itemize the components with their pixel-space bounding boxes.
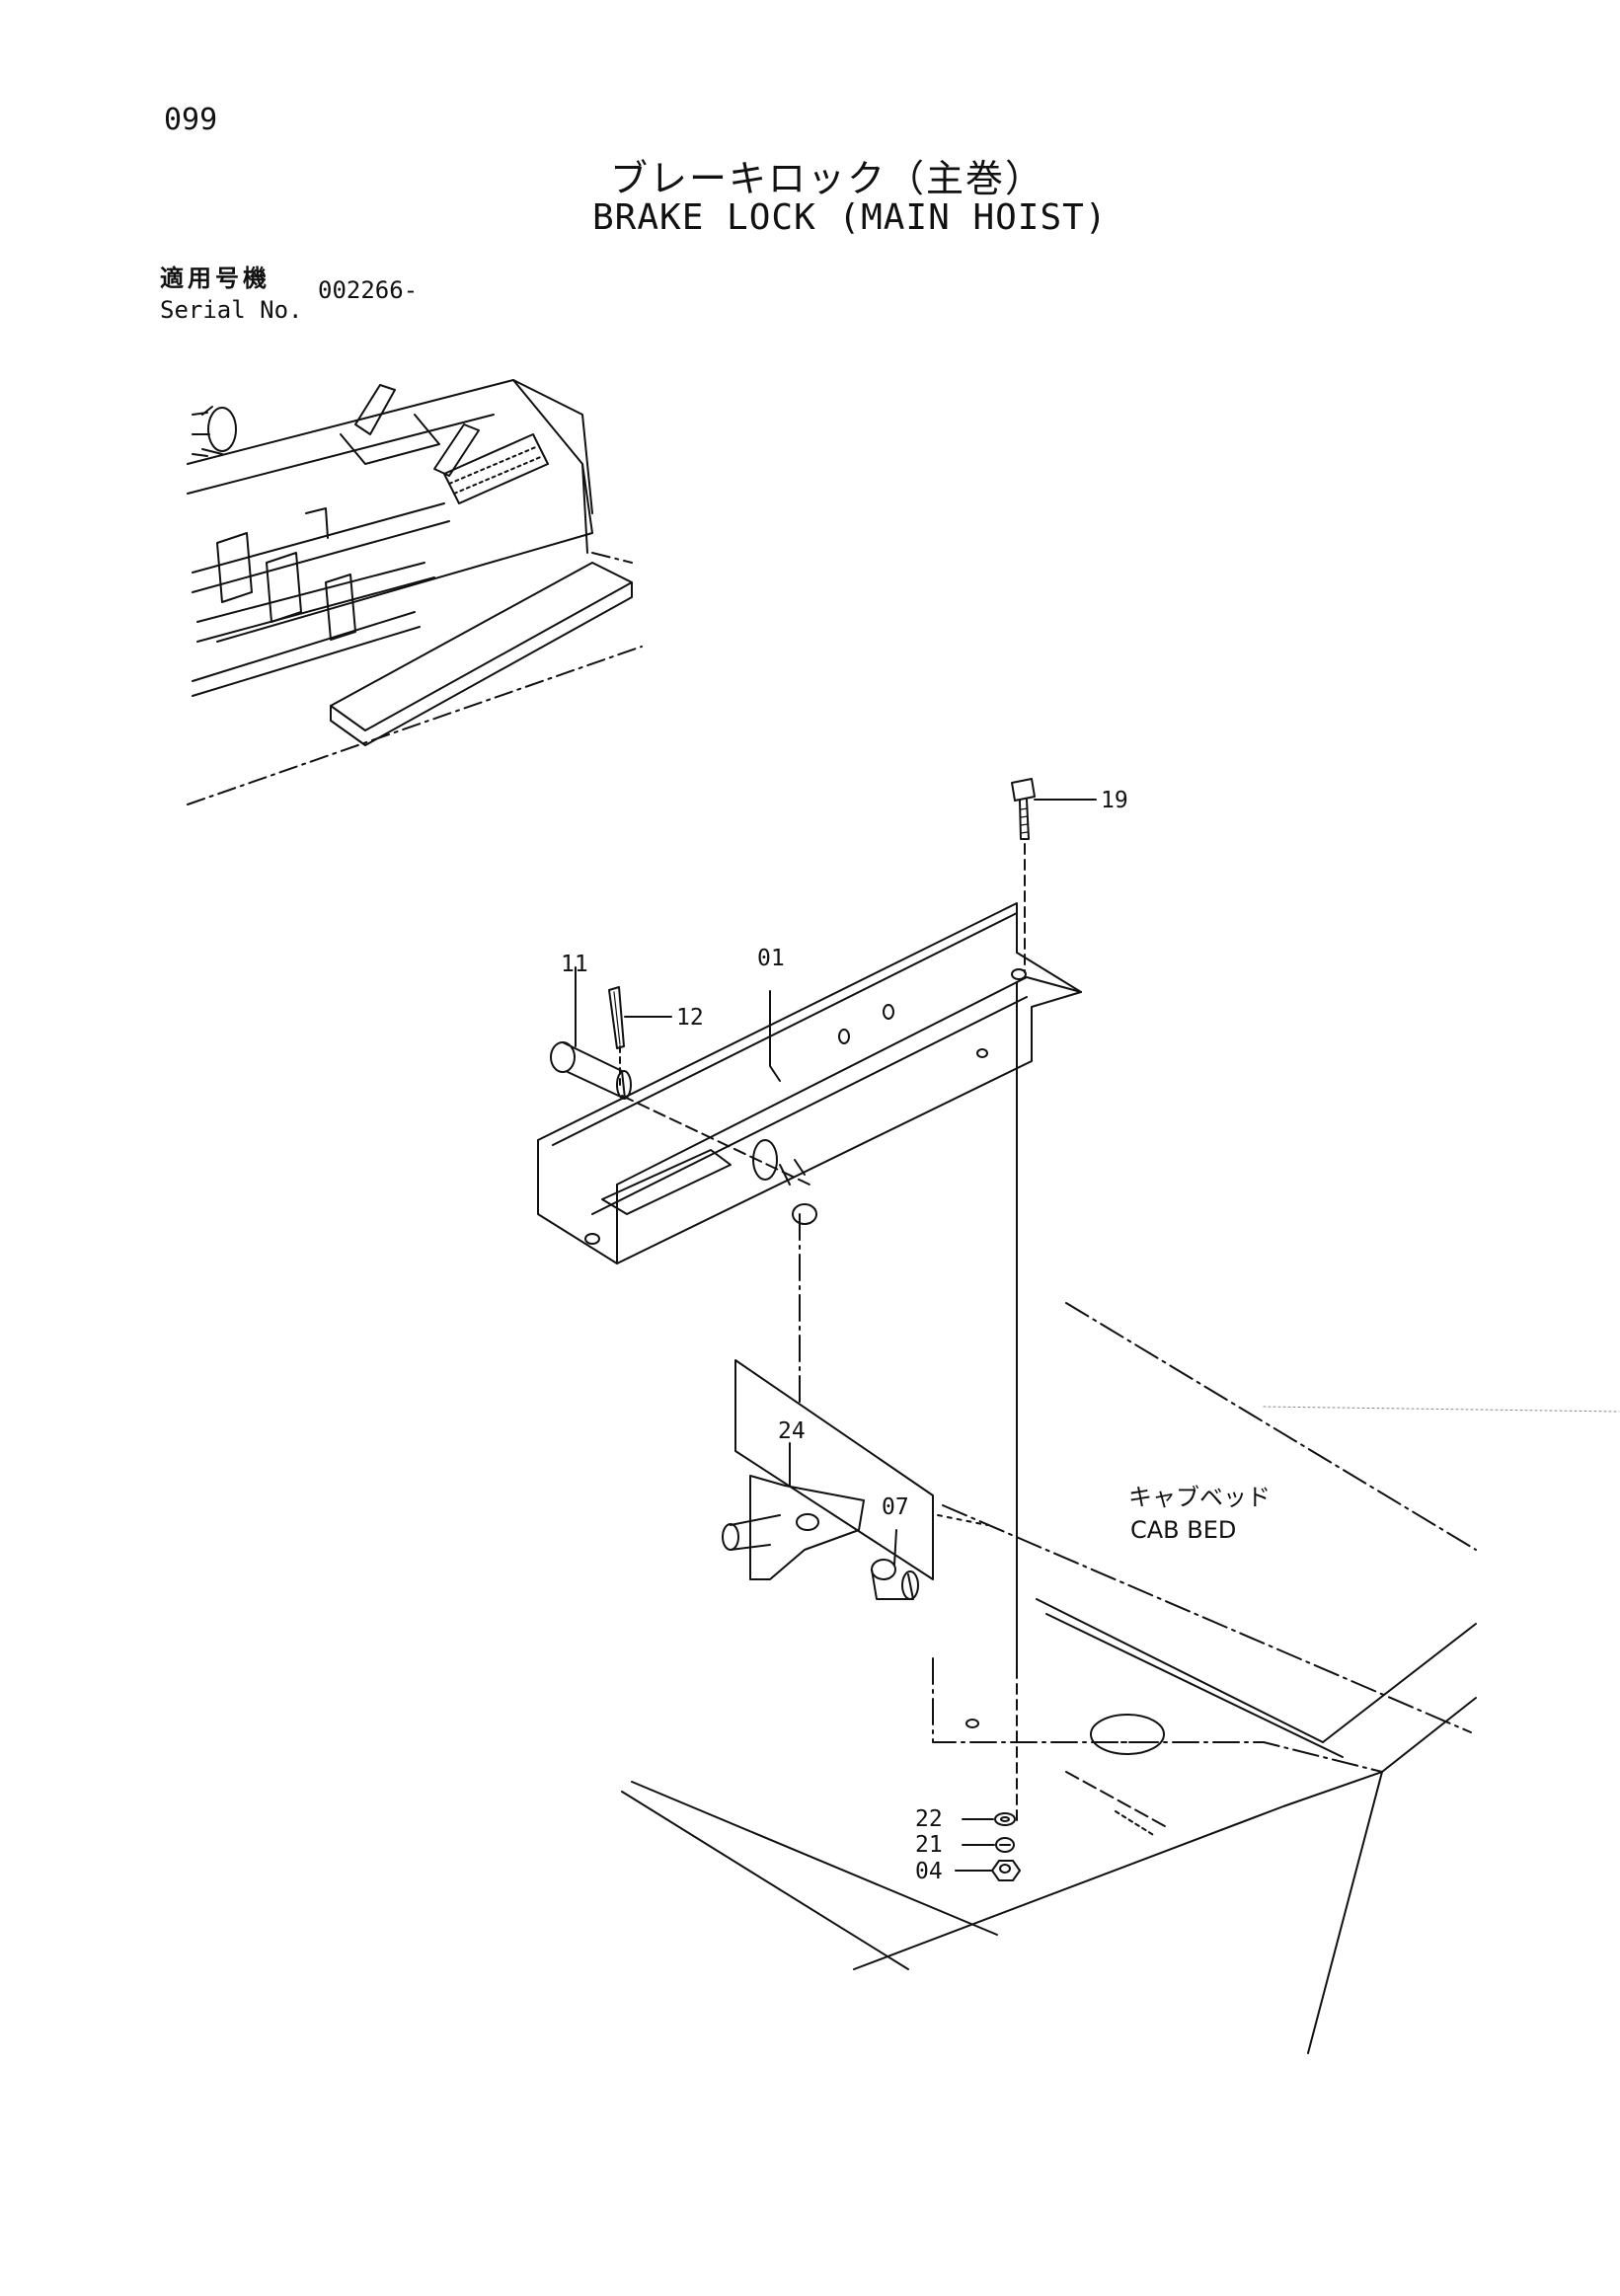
callout-19: 19 — [1101, 788, 1128, 813]
part-01-channel-bracket — [537, 902, 1082, 1264]
leader-07 — [893, 1529, 897, 1566]
callout-21: 21 — [915, 1832, 943, 1858]
serial-label-english: Serial No. — [160, 296, 303, 324]
cab-bed-label-japanese: キャブベッド — [1128, 1484, 1271, 1511]
title-english: BRAKE LOCK (MAIN HOIST) — [592, 197, 1108, 238]
callout-12: 12 — [676, 1005, 704, 1031]
fastener-stack — [991, 1812, 1021, 1881]
callout-04: 04 — [915, 1859, 943, 1884]
cab-bed — [621, 1302, 1620, 2054]
serial-label-japanese: 適用号機 — [160, 265, 270, 292]
overview-inset-drawing — [187, 379, 643, 805]
callout-11: 11 — [561, 952, 588, 977]
serial-number-value: 002266- — [318, 276, 419, 304]
main-exploded-view — [537, 778, 1620, 2054]
callout-24: 24 — [778, 1418, 806, 1444]
part-12-cotter-pin — [608, 986, 625, 1087]
part-19-bolt — [1011, 778, 1036, 973]
cab-bed-label-english: CAB BED — [1130, 1516, 1236, 1544]
part-24-plate — [722, 1359, 934, 1580]
callout-22: 22 — [915, 1806, 943, 1832]
title-japanese: ブレーキロック（主巻） — [610, 157, 1045, 200]
page-number: 099 — [164, 103, 218, 137]
part-11-pin — [550, 1041, 810, 1186]
part-07-bushing — [871, 1559, 919, 1600]
callout-07: 07 — [882, 1494, 909, 1520]
leader-01 — [769, 990, 781, 1082]
callout-01: 01 — [757, 946, 785, 971]
